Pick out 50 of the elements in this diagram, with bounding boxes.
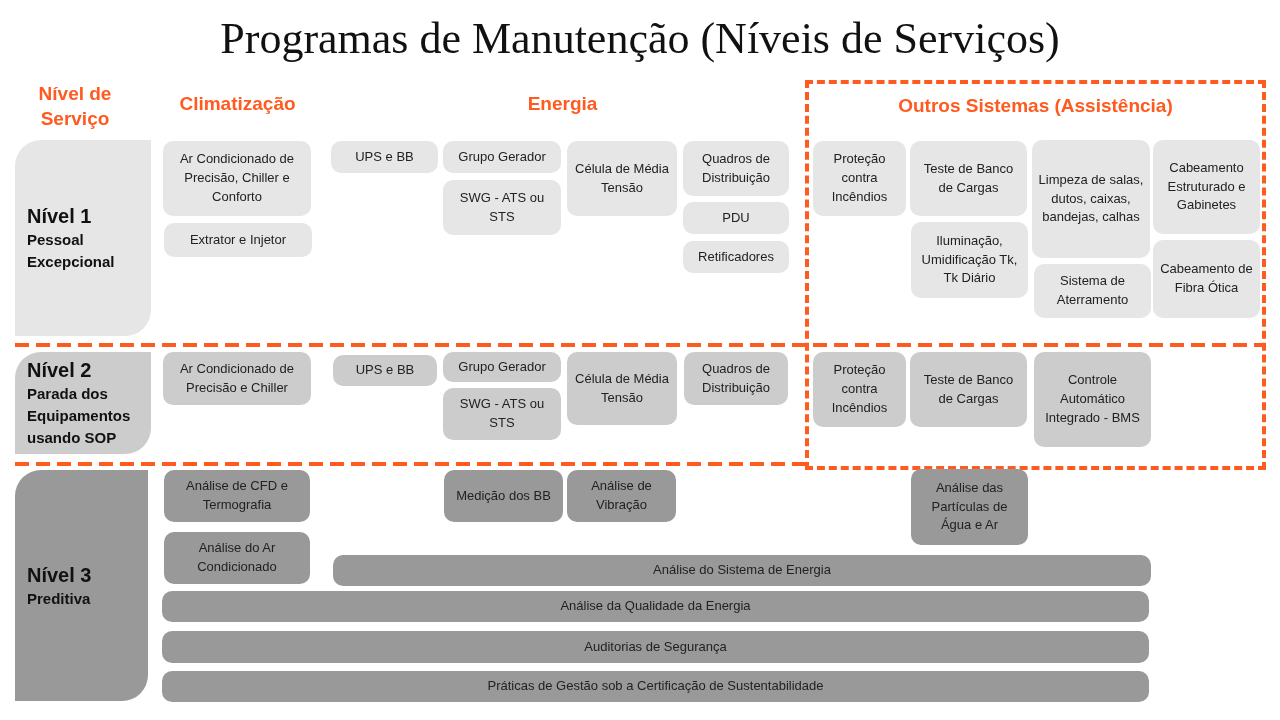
service-card: UPS e BB: [333, 355, 437, 386]
service-card: UPS e BB: [331, 141, 438, 173]
level-card: [15, 352, 151, 454]
dashed-group-frame: [805, 80, 1266, 470]
service-card: Ar Condicionado de Precisão e Chiller: [163, 352, 311, 405]
service-card: Análise das Partículas de Água e Ar: [911, 469, 1028, 545]
service-card: Quadros de Distribuição: [684, 352, 788, 405]
level-description: Pessoal Excepcional: [27, 230, 116, 272]
service-card: Sistema de Aterramento: [1034, 264, 1151, 318]
service-card: Teste de Banco de Cargas: [910, 352, 1027, 427]
level-description: Parada dos Equipamentos usando SOP: [27, 384, 132, 448]
service-card: Auditorias de Segurança: [162, 631, 1149, 663]
service-card: Célula de Média Tensão: [567, 141, 677, 216]
service-card: Célula de Média Tensão: [567, 352, 677, 425]
service-card: Controle Automático Integrado - BMS: [1034, 352, 1151, 447]
level-description: Preditiva: [27, 588, 91, 609]
service-card: Análise do Sistema de Energia: [333, 555, 1151, 586]
level-heading: Nível 1: [27, 204, 92, 230]
service-card: Análise de Vibração: [567, 470, 676, 522]
service-card: Proteção contra Incêndios: [813, 141, 906, 216]
service-card: Análise da Qualidade da Energia: [162, 591, 1149, 622]
column-heading: Nível de Serviço: [37, 82, 113, 131]
service-card: Extrator e Injetor: [164, 223, 312, 257]
level-heading: Nível 3: [27, 562, 92, 588]
service-card: Cabeamento Estruturado e Gabinetes: [1153, 140, 1260, 234]
level-card: [15, 140, 151, 336]
level-heading: Nível 2: [27, 358, 92, 384]
service-card: Teste de Banco de Cargas: [910, 141, 1027, 216]
service-card: Cabeamento de Fibra Ótica: [1153, 240, 1260, 318]
service-card: Medição dos BB: [444, 470, 563, 522]
service-card: Limpeza de salas, dutos, caixas, bandejas, calhas: [1032, 140, 1150, 258]
service-card: Iluminação, Umidificação Tk, Tk Diário: [911, 222, 1028, 298]
diagram-title: Programas de Manutenção (Níveis de Serviços): [219, 14, 1061, 65]
service-card: Grupo Gerador: [443, 352, 561, 382]
service-card: Análise de CFD e Termografia: [164, 470, 310, 522]
group-heading: Outros Sistemas (Assistência): [898, 94, 1173, 118]
service-card: PDU: [683, 202, 789, 234]
service-card: Proteção contra Incêndios: [813, 352, 906, 427]
service-card: SWG - ATS ou STS: [443, 180, 561, 235]
column-heading: Energia: [526, 92, 599, 116]
column-heading: Climatização: [178, 92, 297, 116]
service-card: Grupo Gerador: [443, 141, 561, 173]
service-card: SWG - ATS ou STS: [443, 388, 561, 440]
node-label: Sistema de Aterramento: [1056, 273, 1129, 307]
service-card: Análise do Ar Condicionado: [164, 532, 310, 584]
service-card: Ar Condicionado de Precisão, Chiller e Conforto: [163, 141, 311, 216]
service-card: Retificadores: [683, 241, 789, 273]
service-card: Práticas de Gestão sob a Certificação de Sustentabilidade: [162, 671, 1149, 702]
service-card: Quadros de Distribuição: [683, 141, 789, 196]
level-card: [15, 470, 148, 701]
